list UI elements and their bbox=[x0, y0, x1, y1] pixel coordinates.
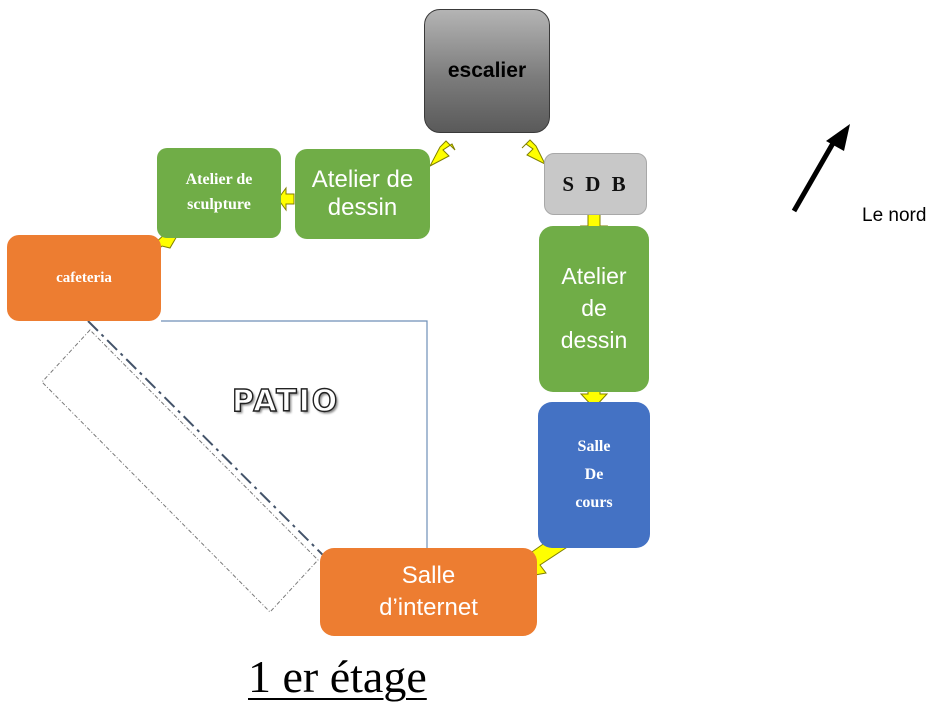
room-label-line: dessin bbox=[327, 194, 398, 221]
flow-arrow-1 bbox=[428, 140, 456, 168]
room-label-line: De bbox=[584, 466, 604, 483]
room-atelier-sculpture: Atelier de sculpture bbox=[157, 148, 281, 238]
room-label-line: Atelier de bbox=[311, 165, 414, 193]
north-label: Le nord bbox=[862, 205, 927, 226]
room-cafeteria: cafeteria bbox=[7, 235, 161, 321]
room-label-line: de bbox=[581, 295, 607, 322]
room-label: escalier bbox=[447, 59, 527, 82]
floor-title: 1 er étage bbox=[248, 651, 427, 702]
room-label: S D B bbox=[562, 171, 629, 196]
room-escalier: escalier bbox=[424, 9, 550, 133]
ramp-centerline bbox=[87, 320, 341, 573]
room-label-line: d’internet bbox=[379, 594, 478, 621]
room-atelier-dessin-west: Atelier de dessin bbox=[295, 149, 430, 239]
ramp-outline bbox=[41, 329, 319, 613]
north-arrow-icon bbox=[791, 124, 850, 213]
room-label: cafeteria bbox=[56, 269, 112, 286]
room-label-line: cours bbox=[575, 494, 613, 511]
room-label-line: dessin bbox=[560, 326, 628, 353]
patio-label: PATIO bbox=[231, 383, 340, 419]
flow-arrow-2 bbox=[521, 139, 547, 166]
room-label-line: Salle bbox=[401, 561, 456, 589]
room-salle-cours: Salle De cours bbox=[538, 402, 650, 548]
room-sdb: S D B bbox=[544, 153, 647, 215]
room-salle-internet: Salle d’internet bbox=[320, 548, 537, 636]
flow-arrow-3 bbox=[277, 186, 295, 212]
room-label-line: sculpture bbox=[187, 196, 251, 213]
room-label-line: Atelier de bbox=[185, 171, 253, 189]
room-label-line: Salle bbox=[577, 438, 611, 455]
room-atelier-dessin-east: Atelier de dessin bbox=[539, 226, 649, 392]
room-label-line: Atelier bbox=[561, 263, 627, 290]
patio-outline bbox=[161, 320, 428, 548]
